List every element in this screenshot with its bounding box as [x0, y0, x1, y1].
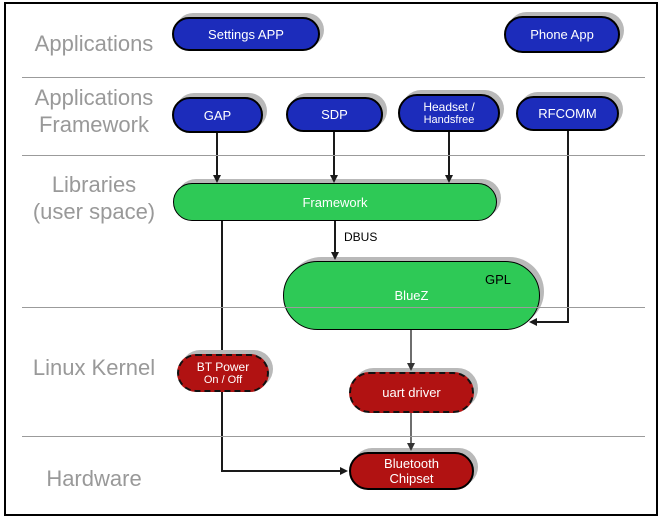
separator-libraries [22, 307, 645, 308]
node-bluez: GPL BlueZ [283, 261, 540, 330]
arrowhead-headset-framework [445, 175, 453, 183]
node-framework: Framework [173, 183, 497, 221]
edge-rfcomm-horizontal [536, 321, 569, 323]
layer-label-line: Framework [38, 112, 149, 137]
layer-label-hardware: Hardware [14, 465, 174, 492]
node-label: BT Power [196, 359, 250, 374]
node-gap: GAP [172, 97, 263, 133]
layer-label-line: Applications [34, 85, 154, 110]
dbus-edge-label: DBUS [344, 230, 378, 244]
node-label: SDP [321, 107, 348, 122]
separator-framework [22, 155, 645, 156]
layer-label-line: Linux Kernel [32, 355, 156, 380]
edge-uart-chipset [410, 413, 412, 445]
arrowhead-rfcomm-bluez [529, 318, 537, 326]
node-label: Headset / [423, 99, 475, 114]
node-label: RFCOMM [538, 106, 597, 121]
arrowhead-gap-framework [213, 175, 221, 183]
node-sublabel: Handsfree [423, 113, 475, 126]
separator-kernel [22, 436, 645, 437]
node-bluetooth-chipset: Bluetooth Chipset [349, 452, 474, 490]
node-uart-driver: uart driver [349, 372, 474, 413]
arrowhead-sdp-framework [330, 175, 338, 183]
edge-btpower-chipset-horizontal [221, 470, 341, 472]
outer-frame [4, 2, 658, 516]
node-settings-app: Settings APP [172, 17, 320, 51]
node-label: uart driver [382, 385, 441, 400]
node-sublabel: Chipset [389, 471, 434, 486]
layer-label-line: Libraries [51, 172, 137, 197]
node-sdp: SDP [286, 97, 383, 132]
node-phone-app: Phone App [504, 16, 620, 53]
node-label: BlueZ [394, 288, 429, 303]
node-rfcomm: RFCOMM [516, 96, 619, 131]
layer-label-app-framework: Applications Framework [14, 84, 174, 138]
layer-label-line: Hardware [46, 466, 142, 491]
node-label: Settings APP [208, 26, 284, 42]
node-sublabel: On / Off [203, 373, 243, 386]
node-label: Framework [302, 194, 368, 210]
arrowhead-btpower-chipset [340, 467, 348, 475]
separator-applications [22, 77, 645, 78]
edge-framework-bluez [334, 221, 336, 254]
layer-label-libraries: Libraries (user space) [14, 171, 174, 225]
node-label: Phone App [530, 27, 594, 42]
layer-label-line: Applications [34, 31, 154, 56]
layer-label-line: (user space) [32, 199, 156, 224]
edge-headset-framework [448, 131, 450, 177]
arrowhead-uart-chipset [407, 443, 415, 451]
edge-framework-btpower-vertical [221, 221, 223, 472]
gpl-license-label: GPL [484, 272, 511, 287]
node-bt-power: BT Power On / Off [177, 354, 269, 392]
node-label: GAP [203, 107, 232, 123]
layer-label-applications: Applications [14, 30, 174, 57]
node-headset-handsfree: Headset / Handsfree [398, 94, 500, 132]
edge-sdp-framework [333, 131, 335, 177]
edge-bluez-uart [410, 330, 412, 365]
node-label: Bluetooth [384, 456, 439, 471]
edge-rfcomm-vertical [567, 130, 569, 323]
arrowhead-bluez-uart [407, 363, 415, 371]
arrowhead-framework-bluez [331, 252, 339, 260]
layer-label-linux-kernel: Linux Kernel [14, 354, 174, 381]
